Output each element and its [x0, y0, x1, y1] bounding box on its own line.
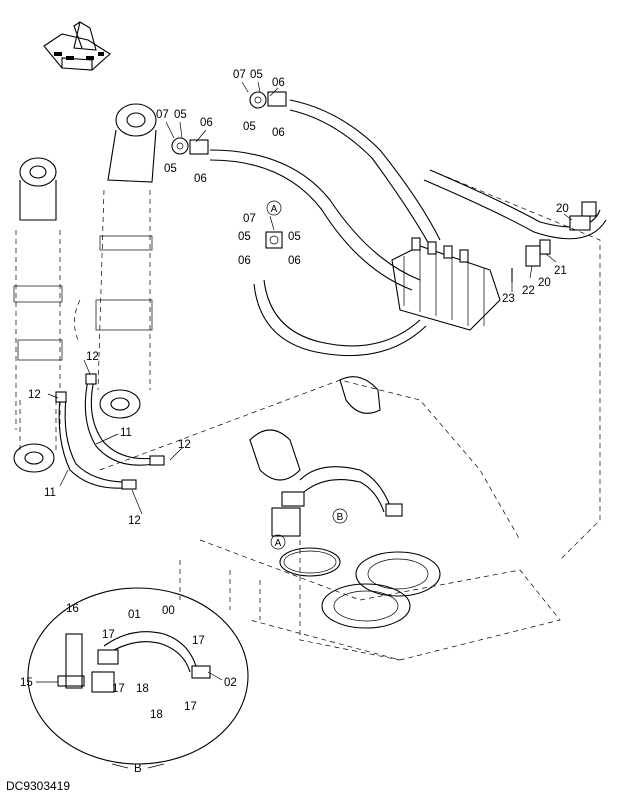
- part-label-16: 16: [66, 603, 79, 615]
- part-label-17: 17: [192, 635, 205, 647]
- swing-rings: [279, 547, 441, 629]
- part-label-06: 06: [288, 255, 301, 267]
- part-label-07: 07: [156, 109, 169, 121]
- part-label-06: 06: [194, 173, 207, 185]
- part-label-05: 05: [174, 109, 187, 121]
- detail-b-label: B: [134, 763, 142, 775]
- part-label-18: 18: [150, 709, 163, 721]
- view-ref-a-bottom: A: [270, 534, 286, 550]
- part-label-00: 00: [162, 605, 175, 617]
- view-ref-a-top: A: [266, 200, 282, 216]
- upper-frame: [99, 169, 601, 661]
- part-label-22: 22: [522, 285, 535, 297]
- part-label-18: 18: [136, 683, 149, 695]
- part-label-07: 07: [243, 213, 256, 225]
- part-label-12: 12: [128, 515, 141, 527]
- part-label-11: 11: [44, 487, 56, 499]
- part-label-17: 17: [102, 629, 115, 641]
- lower-hoses: [271, 466, 403, 537]
- left-boom-cylinder: [13, 157, 63, 473]
- part-label-06: 06: [272, 127, 285, 139]
- detail-b-view: [27, 587, 249, 769]
- part-labels: 07 05 06 05 06 07 05 06 05 06 07 05 05 0…: [20, 69, 569, 775]
- part-label-23: 23: [502, 293, 515, 305]
- part-label-21: 21: [554, 265, 567, 277]
- control-valve: [391, 237, 501, 331]
- part-label-17: 17: [112, 683, 125, 695]
- part-label-07: 07: [233, 69, 246, 81]
- part-label-05: 05: [250, 69, 263, 81]
- part-label-05: 05: [238, 231, 251, 243]
- right-boom-cylinder: [74, 103, 157, 419]
- part-label-12: 12: [86, 351, 99, 363]
- part-label-01: 01: [128, 609, 141, 621]
- part-label-06: 06: [272, 77, 285, 89]
- front-direction-arrow-icon: [43, 21, 111, 71]
- part-label-20: 20: [556, 203, 569, 215]
- part-label-15: 15: [20, 677, 33, 689]
- cylinder-hoses: [55, 373, 165, 490]
- part-label-05: 05: [288, 231, 301, 243]
- view-ref-a-bottom-label: A: [275, 538, 282, 549]
- part-label-06: 06: [200, 117, 213, 129]
- fitting-upper-right: [249, 91, 287, 109]
- part-label-02: 02: [224, 677, 237, 689]
- view-ref-b-main-label: B: [337, 512, 344, 523]
- part-label-05: 05: [164, 163, 177, 175]
- leader-lines: [36, 81, 573, 683]
- part-label-20: 20: [538, 277, 551, 289]
- part-label-12: 12: [178, 439, 191, 451]
- part-label-17: 17: [184, 701, 197, 713]
- part-label-05: 05: [243, 121, 256, 133]
- hose-bracket: [511, 201, 597, 282]
- upper-hoses: [209, 99, 607, 357]
- fitting-upper-left: [171, 137, 209, 155]
- fitting-detail-a: [265, 231, 283, 249]
- drawing-code: DC9303419: [6, 779, 70, 793]
- part-label-11: 11: [120, 427, 132, 439]
- part-label-12: 12: [28, 389, 41, 401]
- part-label-06: 06: [238, 255, 251, 267]
- view-ref-a-top-label: A: [271, 204, 278, 215]
- view-ref-b-main: B: [332, 508, 348, 524]
